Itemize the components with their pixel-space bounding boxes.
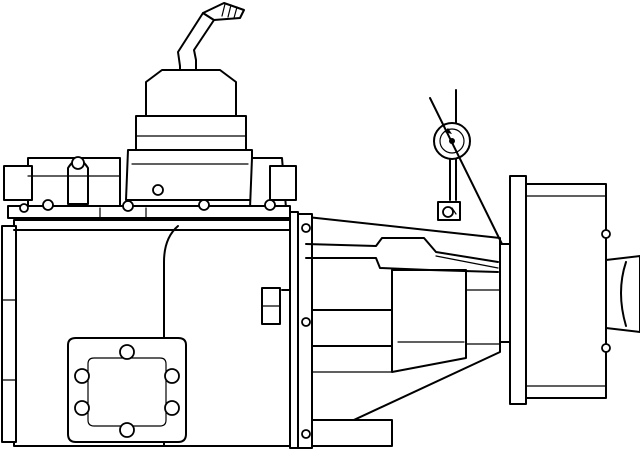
cover-bolt [122, 200, 134, 212]
pto-bolt [119, 422, 135, 438]
dial-indicator [429, 89, 503, 245]
shift-tower [125, 69, 253, 201]
shift-tower-bolt [152, 184, 164, 196]
pto-bolt [119, 344, 135, 360]
top-cover [3, 156, 297, 225]
pto-bolt [74, 368, 90, 384]
shift-lever [177, 2, 245, 73]
rear-extension-housing [289, 211, 501, 449]
pto-bolt [164, 400, 180, 416]
pto-bolt [164, 368, 180, 384]
cover-bolt [42, 199, 54, 211]
cover-bolt [198, 199, 210, 211]
cover-bolt [264, 199, 276, 211]
output-yoke-flange [499, 175, 640, 405]
pto-bolt [74, 400, 90, 416]
pto-cover [67, 337, 187, 443]
